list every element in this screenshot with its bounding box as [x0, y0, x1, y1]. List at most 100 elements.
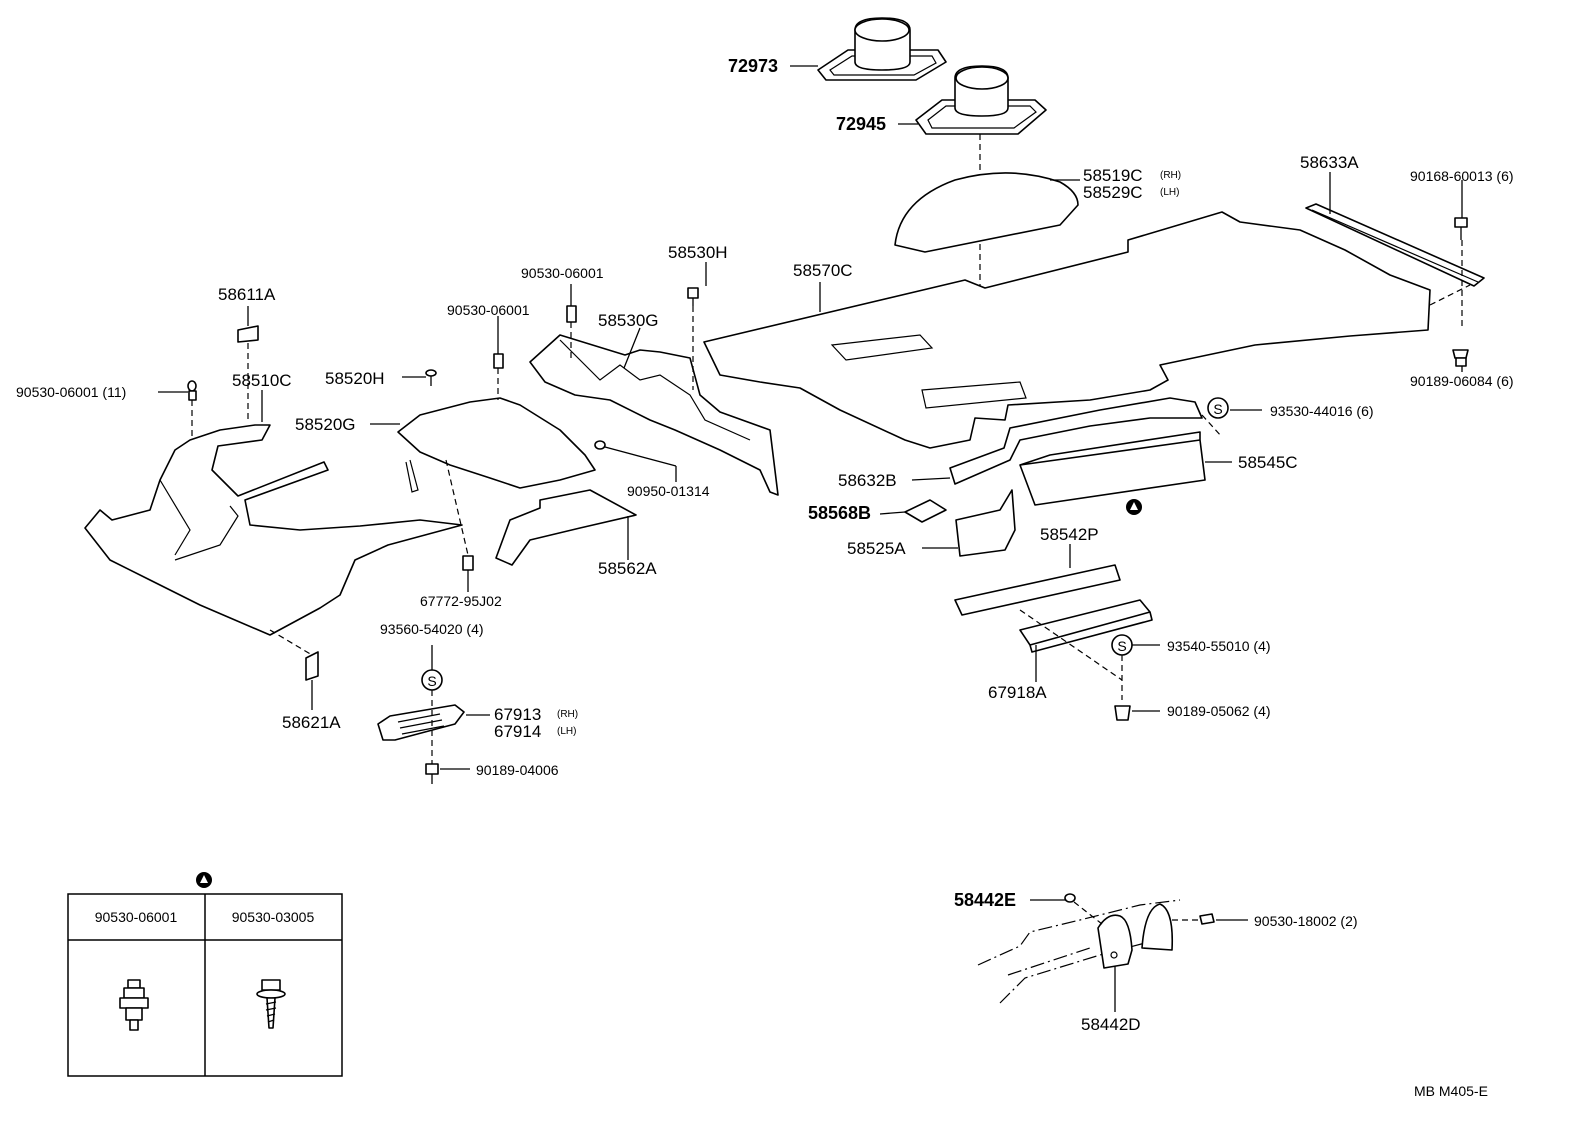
label-90189-04006: 90189-04006	[476, 762, 559, 778]
label-90530-b: 90530-06001	[447, 302, 530, 318]
part-58442D-drawing	[1097, 914, 1133, 969]
guard-drawing	[1141, 903, 1174, 951]
label-67914-side: (LH)	[557, 726, 576, 737]
nut-icon	[1452, 349, 1469, 367]
label-58621A: 58621A	[282, 713, 341, 732]
clip-icon	[566, 305, 577, 323]
label-58519C: 58519C	[1083, 166, 1143, 185]
clip-icon	[462, 555, 474, 571]
svg-text:S: S	[427, 673, 436, 689]
label-58570C: 58570C	[793, 261, 853, 280]
clip-icon	[594, 440, 606, 450]
label-67913: 67913	[494, 705, 541, 724]
part-72973-drawing	[817, 17, 947, 81]
part-67918A-drawing	[1019, 599, 1153, 653]
step-ribs	[397, 713, 445, 735]
label-93560: 93560-54020 (4)	[380, 621, 484, 637]
label-72945: 72945	[836, 114, 886, 134]
clip-icon	[493, 353, 504, 369]
label-58520H: 58520H	[325, 369, 385, 388]
s-marker-93540: S	[1111, 634, 1133, 656]
leader-dash	[1019, 609, 1123, 681]
fastener-legend-table: 90530-06001 90530-03005	[67, 872, 343, 1077]
screw-icon	[1199, 913, 1215, 925]
label-58568B: 58568B	[808, 503, 871, 523]
part-58632B-drawing	[949, 397, 1203, 485]
screw-icon	[425, 763, 439, 784]
clip-icon	[187, 380, 197, 401]
label-58611A: 58611A	[218, 285, 276, 304]
label-90189-06084: 90189-06084 (6)	[1410, 373, 1514, 389]
legend-col1-header: 90530-06001	[95, 909, 178, 925]
part-58519C-drawing	[894, 172, 1079, 253]
label-90189-05062: 90189-05062 (4)	[1167, 703, 1271, 719]
drawing-code: MB M405-E	[1414, 1083, 1488, 1099]
leader-dash	[1201, 414, 1223, 438]
part-58525A-drawing	[955, 489, 1016, 557]
label-90168: 90168-60013 (6)	[1410, 168, 1514, 184]
screw-fastener-icon	[256, 979, 286, 1029]
label-93530: 93530-44016 (6)	[1270, 403, 1374, 419]
part-72945-drawing	[915, 65, 1047, 135]
part-58562A-drawing	[495, 489, 637, 566]
carpet-contour	[174, 505, 239, 561]
clip-icon	[425, 369, 437, 386]
label-58525A: 58525A	[847, 539, 906, 558]
rail-line	[1311, 209, 1479, 283]
s-marker-93560: S	[421, 669, 443, 691]
part-58621A-drawing	[305, 651, 319, 681]
part-58542P-drawing	[954, 564, 1121, 616]
label-58542P: 58542P	[1040, 525, 1099, 544]
label-67772: 67772-95J02	[420, 593, 502, 609]
svg-text:S: S	[1117, 638, 1126, 654]
label-58529C: 58529C	[1083, 183, 1143, 202]
label-72973: 72973	[728, 56, 778, 76]
label-58632B: 58632B	[838, 471, 897, 490]
part-58545C-drawing	[1019, 431, 1206, 506]
leader-dash	[445, 459, 469, 556]
triangle-marker-icon	[196, 872, 212, 888]
part-58520G-drawing	[397, 397, 596, 489]
label-58530G: 58530G	[598, 311, 659, 330]
label-67918A: 67918A	[988, 683, 1047, 702]
label-58633A: 58633A	[1300, 153, 1359, 172]
leader-lines	[158, 65, 1463, 1012]
screw-icon	[687, 287, 699, 306]
label-58510C: 58510C	[232, 371, 292, 390]
part-58570C-drawing	[703, 211, 1431, 449]
s-marker-93530: S	[1207, 397, 1229, 419]
part-58530G-drawing	[529, 334, 779, 496]
svg-text:S: S	[1213, 401, 1222, 417]
label-90530-a: 90530-06001	[521, 265, 604, 281]
floor-hole-a	[830, 334, 934, 361]
clip-icon	[1064, 893, 1076, 903]
clip-fastener-icon	[119, 979, 149, 1031]
label-58520G: 58520G	[295, 415, 356, 434]
floor-hole-b	[921, 381, 1027, 409]
triangle-marker-icon	[1126, 499, 1142, 515]
label-58530H: 58530H	[668, 243, 728, 262]
nut-icon	[1114, 705, 1131, 721]
bracket-line	[405, 459, 419, 493]
label-58519C-side: (RH)	[1160, 170, 1181, 181]
part-labels: 72973 72945 58519C (RH) 58529C (LH) 5863…	[16, 56, 1514, 1034]
part-58611A-drawing	[237, 325, 259, 343]
label-90950: 90950-01314	[627, 483, 710, 499]
label-58545C: 58545C	[1238, 453, 1298, 472]
carpet-contour	[159, 479, 191, 556]
screw-icon	[1454, 217, 1468, 240]
label-58529C-side: (LH)	[1160, 187, 1179, 198]
label-90530-c: 90530-06001 (11)	[16, 384, 126, 400]
label-67914: 67914	[494, 722, 541, 741]
part-58442-inset	[977, 893, 1215, 1004]
part-58568B-drawing	[904, 499, 947, 523]
label-67913-side: (RH)	[557, 709, 578, 720]
label-58562A: 58562A	[598, 559, 657, 578]
leader-dash	[1429, 284, 1471, 306]
part-67913-drawing	[377, 704, 465, 741]
label-93540: 93540-55010 (4)	[1167, 638, 1271, 654]
part-58510C-drawing	[84, 424, 463, 636]
label-58442D: 58442D	[1081, 1015, 1141, 1034]
